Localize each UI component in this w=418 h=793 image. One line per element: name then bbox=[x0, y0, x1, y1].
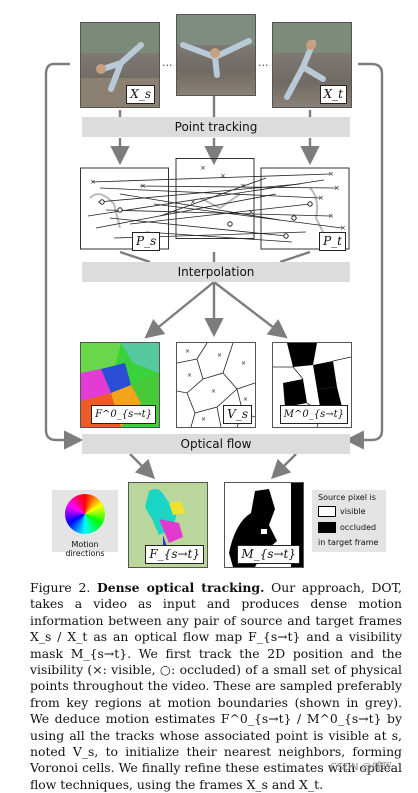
caption-title: Dense optical tracking. bbox=[96, 580, 265, 595]
initial-flow-map: F^0_{s→t} bbox=[80, 342, 160, 428]
visible-swatch bbox=[318, 506, 336, 517]
svg-text:×: × bbox=[90, 178, 96, 186]
ellipsis-right: ... bbox=[258, 56, 269, 69]
legend-title: Source pixel is bbox=[318, 493, 376, 502]
dancer-figure-icon bbox=[273, 23, 351, 100]
svg-text:×: × bbox=[140, 182, 146, 190]
ellipsis-left: ... bbox=[162, 56, 173, 69]
svg-text:×: × bbox=[241, 360, 246, 367]
target-tracks-label: P_t bbox=[319, 232, 346, 251]
svg-text:×: × bbox=[211, 388, 216, 395]
initial-flow-label: F^0_{s→t} bbox=[91, 405, 156, 424]
target-frame-image: X_t bbox=[272, 22, 352, 108]
legend-occluded-label: occluded bbox=[340, 523, 377, 532]
svg-text:×: × bbox=[328, 170, 334, 178]
initial-mask-map: M^0_{s→t} bbox=[272, 342, 352, 428]
caption-body: Our approach, DOT, takes a video as inpu… bbox=[30, 580, 402, 792]
svg-text:×: × bbox=[200, 164, 206, 172]
legend-footer: in target frame bbox=[318, 538, 379, 547]
legend-visible-label: visible bbox=[340, 507, 366, 516]
svg-text:×: × bbox=[340, 224, 346, 232]
flow-arrows bbox=[44, 62, 384, 480]
final-flow-map: F_{s→t} bbox=[128, 482, 208, 568]
point-tracking-band: Point tracking bbox=[82, 117, 350, 137]
svg-text:×: × bbox=[185, 348, 190, 355]
interpolation-band: Interpolation bbox=[82, 262, 350, 282]
visibility-legend: Source pixel is visible occluded in targ… bbox=[312, 490, 386, 552]
svg-text:×: × bbox=[328, 212, 334, 220]
occluded-swatch bbox=[318, 522, 336, 533]
dancer-figure-icon bbox=[177, 15, 255, 78]
color-wheel-icon bbox=[65, 494, 105, 534]
motion-directions-panel: Motion directions bbox=[52, 490, 118, 558]
svg-text:×: × bbox=[217, 352, 222, 359]
svg-text:×: × bbox=[248, 208, 254, 216]
svg-text:×: × bbox=[201, 416, 206, 423]
voronoi-label: V_s bbox=[223, 405, 252, 424]
final-mask-label: M_{s→t} bbox=[237, 545, 300, 564]
final-mask-map: M_{s→t} bbox=[224, 482, 304, 568]
tracks-panel: ××× ××× ××× ××× P_s P_t bbox=[80, 158, 350, 251]
source-frame-image: X_s bbox=[80, 22, 160, 108]
watermark: CSDN @戚晖 bbox=[330, 762, 392, 773]
voronoi-cells-map: ××× ××× ×× V_s bbox=[176, 342, 256, 428]
caption-figure-number: Figure 2. bbox=[30, 580, 91, 595]
optical-flow-band: Optical flow bbox=[82, 434, 350, 454]
svg-text:×: × bbox=[220, 172, 226, 180]
final-flow-label: F_{s→t} bbox=[145, 545, 204, 564]
svg-text:×: × bbox=[318, 194, 324, 202]
svg-text:×: × bbox=[187, 372, 192, 379]
figure-caption: Figure 2. Dense optical tracking. Our ap… bbox=[30, 580, 402, 793]
target-frame-label: X_t bbox=[319, 85, 347, 104]
source-tracks-label: P_s bbox=[132, 232, 161, 251]
svg-text:×: × bbox=[334, 184, 340, 192]
initial-mask-label: M^0_{s→t} bbox=[279, 405, 348, 424]
middle-frame-image bbox=[176, 14, 256, 96]
svg-text:×: × bbox=[243, 396, 248, 403]
dancer-flow-icon bbox=[145, 489, 185, 557]
tracks-diagram: ××× ××× ××× ××× bbox=[80, 158, 350, 250]
svg-text:×: × bbox=[190, 198, 196, 206]
source-frame-label: X_s bbox=[126, 85, 155, 104]
motion-directions-label: Motion directions bbox=[65, 540, 105, 558]
svg-text:×: × bbox=[240, 182, 246, 190]
